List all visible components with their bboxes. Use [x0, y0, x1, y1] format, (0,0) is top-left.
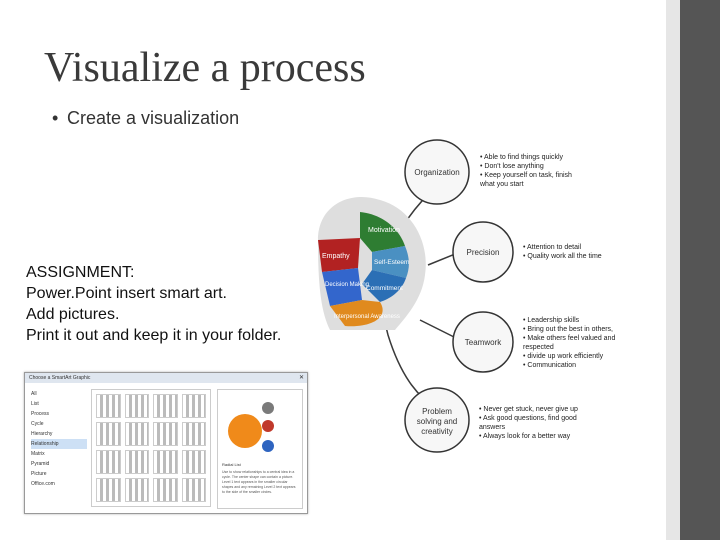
layout-thumbnail [153, 450, 178, 474]
preview-layout-description: Use to show relationships to a central i… [222, 470, 296, 494]
dialog-category: List [31, 401, 39, 407]
assignment-line: ASSIGNMENT: [26, 264, 135, 281]
note-organization: • Able to find things quickly • Don't lo… [480, 153, 572, 189]
wheel-segment-interpersonal [330, 300, 383, 327]
wheel-label: Commitment [366, 285, 403, 292]
dialog-layout-grid [91, 389, 211, 507]
node-teamwork [452, 311, 514, 373]
emotional-intelligence-wheel: Empathy Motivation Self-Esteem Commitmen… [318, 196, 426, 330]
layout-thumbnail [153, 422, 178, 446]
wheel-label: Empathy [322, 253, 350, 260]
dialog-category: Cycle [31, 421, 44, 427]
note-line: answers [479, 424, 506, 431]
note-problem-solving: • Never get stuck, never give up • Ask g… [479, 405, 578, 441]
assignment-line: Add pictures. [26, 306, 120, 323]
layout-thumbnail [181, 394, 206, 418]
assignment-line: Print it out and keep it in your folder. [26, 327, 282, 344]
note-line: • Always look for a better way [479, 433, 571, 440]
dialog-category: Office.com [31, 481, 55, 487]
note-line: • Communication [523, 362, 577, 369]
dialog-category-selected: Relationship [31, 439, 87, 449]
layout-thumbnail [153, 478, 178, 502]
layout-thumbnail [124, 422, 149, 446]
preview-layout-name: Radial List [222, 462, 241, 467]
wheel-segment-commitment [362, 270, 406, 302]
layout-thumbnail [96, 422, 121, 446]
layout-thumbnail [96, 394, 121, 418]
dialog-category: All [31, 391, 37, 397]
note-line: respected [523, 344, 554, 351]
bullet-text: Create a visualization [67, 108, 240, 128]
wheel-segment-empathy [318, 238, 360, 272]
note-line: • Able to find things quickly [480, 154, 563, 161]
smartart-dialog-screenshot: Choose a SmartArt Graphic ✕ All List Pro… [24, 372, 308, 514]
layout-thumbnail [181, 478, 206, 502]
node-problem-solving [404, 387, 470, 453]
wheel-label: Decision Making [325, 282, 369, 288]
dialog-title: Choose a SmartArt Graphic [25, 373, 307, 383]
layout-thumbnail [153, 394, 178, 418]
note-line: what you start [480, 181, 524, 188]
layout-thumbnail [124, 394, 149, 418]
wheel-label: Motivation [368, 227, 400, 234]
note-line: • Attention to detail [523, 244, 582, 251]
bullet-dot: • [52, 108, 59, 128]
preview-small-circle [262, 402, 274, 414]
layout-thumbnail [96, 450, 121, 474]
layout-thumbnail [124, 478, 149, 502]
layout-thumbnail [96, 478, 121, 502]
wheel-segment-decision-making [322, 268, 362, 306]
note-line: • Bring out the best in others, [523, 326, 614, 333]
preview-small-circle [262, 440, 274, 452]
assignment-text: ASSIGNMENT: Power.Point insert smart art… [26, 262, 281, 346]
dialog-category: Pyramid [31, 461, 50, 467]
dialog-category: Hierarchy [31, 431, 53, 437]
connector-line [419, 319, 457, 339]
node-label-organization: Organization [414, 168, 460, 177]
slide-title: Visualize a process [44, 45, 366, 91]
wheel-label: Self-Esteem [374, 259, 409, 266]
layout-thumbnail [181, 422, 206, 446]
node-precision [452, 221, 514, 283]
note-line: • Keep yourself on task, finish [480, 172, 572, 179]
node-organization [404, 139, 470, 205]
close-icon: ✕ [298, 375, 304, 381]
preview-center-circle [228, 414, 262, 448]
layout-thumbnail [124, 450, 149, 474]
wheel-segment-self-esteem [372, 246, 409, 278]
dialog-category: Process [31, 411, 50, 417]
node-label-precision: Precision [466, 248, 500, 257]
note-teamwork: • Leadership skills • Bring out the best… [523, 316, 615, 370]
note-line: • divide up work efficiently [523, 353, 604, 360]
wheel-label: Interpersonal Awareness [334, 314, 400, 320]
preview-small-circle [262, 420, 274, 432]
assignment-line: Power.Point insert smart art. [26, 285, 227, 302]
wheel-segment-motivation [360, 212, 405, 252]
note-line: • Leadership skills [523, 317, 580, 324]
node-label-teamwork: Teamwork [464, 338, 502, 347]
note-line: • Don't lose anything [480, 163, 544, 170]
slide-bullet: • Create a visualization [52, 108, 239, 129]
note-line: • Ask good questions, find good [479, 415, 577, 422]
note-line: • Make others feel valued and [523, 335, 616, 342]
node-label-problem-solving: Problem solving and creativity [416, 407, 458, 436]
note-precision: • Attention to detail • Quality work all… [523, 243, 602, 261]
dialog-category: Picture [31, 471, 47, 477]
dialog-preview-pane: Radial List Use to show relationships to… [217, 389, 303, 509]
dialog-category-list: All List Process Cycle Hierarchy Relatio… [31, 389, 87, 489]
note-line: • Never get stuck, never give up [479, 406, 578, 413]
note-line: • Quality work all the time [523, 253, 602, 260]
layout-thumbnail [181, 450, 206, 474]
sidebar-dark-strip [680, 0, 720, 540]
sidebar-light-strip [666, 0, 680, 540]
dialog-category: Matrix [31, 451, 45, 457]
